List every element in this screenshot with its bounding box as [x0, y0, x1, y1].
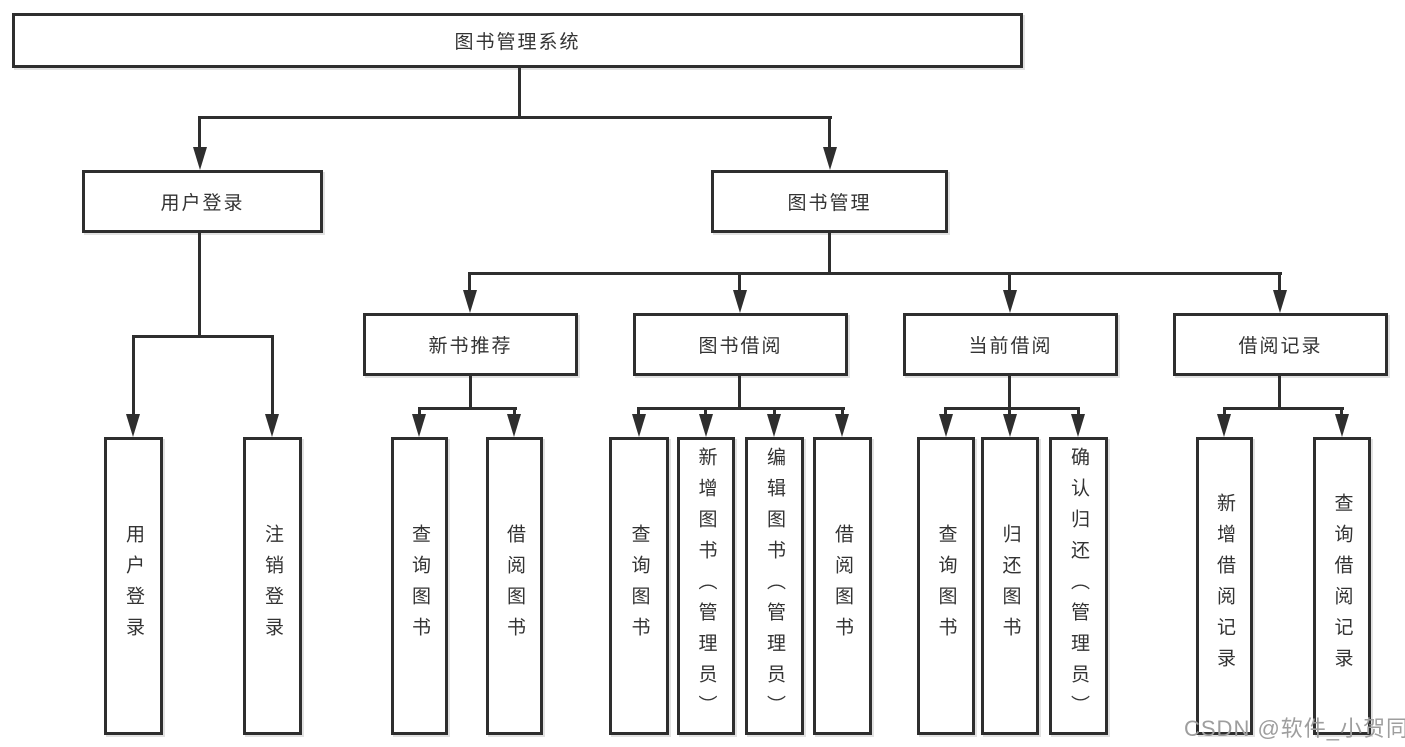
connector-stub — [132, 335, 135, 417]
leaf-label: 归还图书 — [999, 524, 1021, 648]
node-label: 借阅记录 — [1238, 336, 1323, 357]
arrow-down-icon — [939, 414, 953, 437]
arrow-down-icon — [632, 414, 646, 437]
arrow-down-icon — [767, 414, 781, 437]
leaf-label: 新增图书（管理员） — [695, 446, 717, 726]
leaf-add-books-admin: 新增图书（管理员） — [677, 437, 735, 735]
connector-stub — [198, 116, 201, 150]
leaf-user-login: 用户登录 — [104, 437, 163, 735]
arrow-down-icon — [835, 414, 849, 437]
leaf-label: 借阅图书 — [504, 524, 525, 648]
csdn-watermark: CSDN @软件_小贺同学 — [1184, 716, 1405, 741]
node-label: 新书推荐 — [428, 336, 513, 357]
connector-stub — [1008, 407, 1011, 417]
arrow-down-icon — [507, 414, 521, 437]
connector-stub — [841, 407, 844, 417]
leaf-query-books-1: 查询图书 — [391, 437, 448, 735]
arrow-down-icon — [193, 147, 207, 170]
leaf-label: 查询借阅记录 — [1331, 493, 1353, 679]
node-label: 图书借阅 — [698, 336, 783, 357]
arrow-down-icon — [823, 147, 837, 170]
connector-vline — [469, 376, 472, 410]
connector-stub — [773, 407, 776, 417]
arrow-down-icon — [412, 414, 426, 437]
connector-stub — [1008, 272, 1011, 293]
node-library-management-system: 图书管理系统 — [12, 13, 1023, 68]
connector-vline — [1008, 376, 1011, 410]
connector-stub — [1340, 407, 1343, 417]
leaf-label: 查询图书 — [935, 524, 957, 648]
connector-stub — [418, 407, 421, 417]
connector-stub — [828, 116, 831, 150]
connector-userlogin-hline — [132, 335, 274, 338]
connector-stub — [513, 407, 516, 417]
connector-hline — [637, 407, 845, 410]
leaf-edit-books-admin: 编辑图书（管理员） — [745, 437, 804, 735]
leaf-label: 注销登录 — [262, 524, 283, 648]
connector-stub — [738, 272, 741, 293]
connector-hline — [944, 407, 1080, 410]
leaf-borrow-books-2: 借阅图书 — [813, 437, 872, 735]
leaf-label: 借阅图书 — [832, 524, 853, 648]
leaf-borrow-books-1: 借阅图书 — [486, 437, 543, 735]
node-label: 用户登录 — [160, 193, 245, 214]
connector-userlogin-vline — [198, 233, 201, 338]
arrow-down-icon — [1335, 414, 1349, 437]
leaf-add-borrow-record: 新增借阅记录 — [1196, 437, 1253, 735]
leaf-label: 查询图书 — [628, 524, 650, 648]
arrow-down-icon — [265, 414, 279, 437]
connector-hline — [418, 407, 517, 410]
arrow-down-icon — [1003, 290, 1017, 313]
arrow-down-icon — [1217, 414, 1231, 437]
connector-hline — [1223, 407, 1344, 410]
connector-stub — [468, 272, 471, 293]
node-label: 图书管理系统 — [454, 32, 581, 53]
leaf-label: 用户登录 — [123, 524, 144, 648]
node-current-borrowing: 当前借阅 — [903, 313, 1118, 376]
node-label: 当前借阅 — [968, 336, 1053, 357]
arrow-down-icon — [699, 414, 713, 437]
connector-bookmgmt-vline — [828, 233, 831, 275]
leaf-label: 新增借阅记录 — [1214, 493, 1235, 679]
leaf-confirm-return-admin: 确认归还（管理员） — [1049, 437, 1108, 735]
leaf-query-books-3: 查询图书 — [917, 437, 975, 735]
leaf-query-books-2: 查询图书 — [609, 437, 669, 735]
node-label: 图书管理 — [787, 193, 872, 214]
leaf-logout: 注销登录 — [243, 437, 302, 735]
node-new-book-recommend: 新书推荐 — [363, 313, 578, 376]
leaf-label: 确认归还（管理员） — [1068, 446, 1089, 726]
leaf-query-borrow-record: 查询借阅记录 — [1313, 437, 1371, 735]
node-borrowing-records: 借阅记录 — [1173, 313, 1388, 376]
connector-vline — [1278, 376, 1281, 410]
arrow-down-icon — [1273, 290, 1287, 313]
arrow-down-icon — [126, 414, 140, 437]
arrow-down-icon — [1003, 414, 1017, 437]
node-book-management: 图书管理 — [711, 170, 948, 233]
connector-stub — [1278, 272, 1281, 293]
leaf-label: 编辑图书（管理员） — [764, 446, 785, 726]
arrow-down-icon — [733, 290, 747, 313]
connector-bookmgmt-hline — [468, 272, 1282, 275]
connector-stub — [1077, 407, 1080, 417]
connector-root-hline — [198, 116, 832, 119]
arrow-down-icon — [463, 290, 477, 313]
leaf-return-books: 归还图书 — [981, 437, 1039, 735]
connector-stub — [944, 407, 947, 417]
node-book-borrowing: 图书借阅 — [633, 313, 848, 376]
connector-stub — [704, 407, 707, 417]
connector-stub — [637, 407, 640, 417]
node-user-login: 用户登录 — [82, 170, 323, 233]
leaf-label: 查询图书 — [409, 524, 430, 648]
connector-stub — [1223, 407, 1226, 417]
connector-stub — [271, 335, 274, 417]
connector-vline — [738, 376, 741, 410]
arrow-down-icon — [1071, 414, 1085, 437]
connector-root-vline — [518, 68, 521, 119]
